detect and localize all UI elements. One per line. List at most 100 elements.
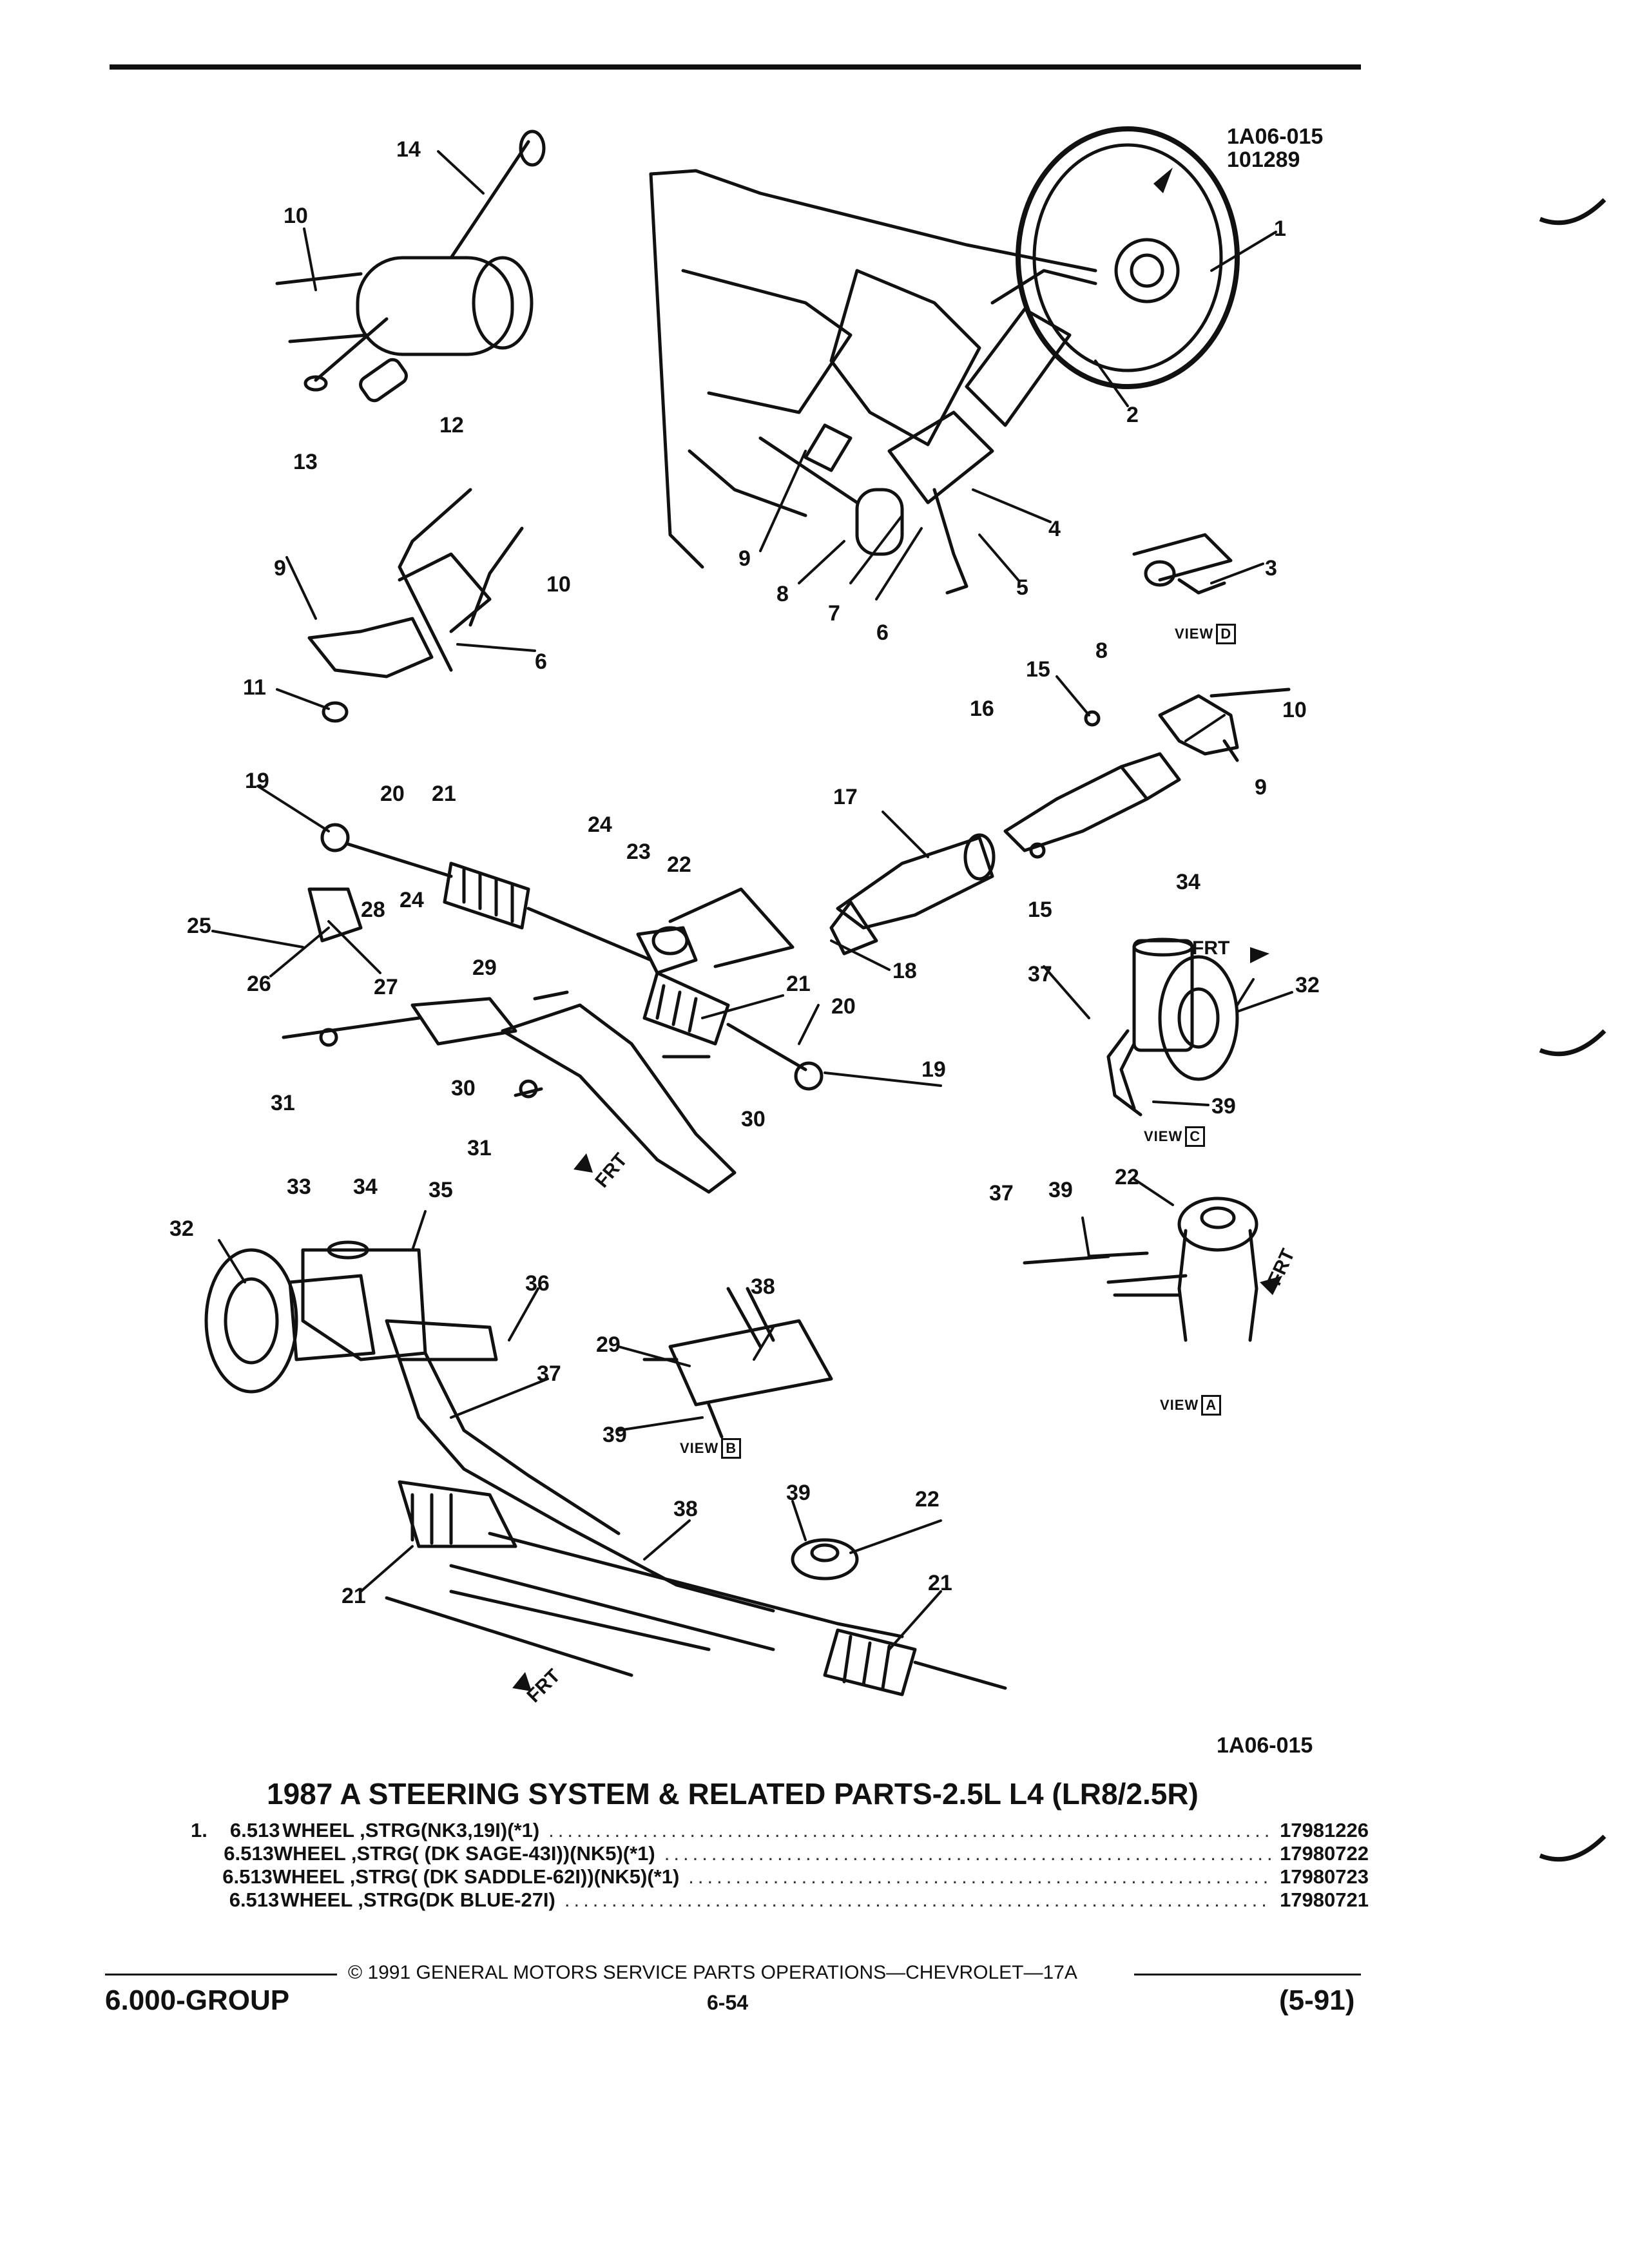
- page-number: 6-54: [707, 1991, 749, 2014]
- part-number: 17980723: [1280, 1865, 1369, 1888]
- callout-21: 21: [786, 972, 811, 996]
- callout-20: 20: [831, 994, 856, 1019]
- callout-22: 22: [667, 852, 691, 877]
- footer-rule-left: [105, 1974, 337, 1975]
- callout-8: 8: [1095, 639, 1108, 663]
- binder-mark: [1539, 198, 1606, 226]
- catalog-code: 6.513: [224, 1842, 274, 1865]
- parts-list: 1. 6.513 WHEEL ,STRG(NK3,19I)(*1) ......…: [191, 1819, 1369, 1912]
- callout-10: 10: [1282, 698, 1307, 722]
- direction-arrows: [512, 168, 1282, 1691]
- group-number: 6.000-GROUP: [105, 1984, 290, 2016]
- callout-31: 31: [467, 1136, 492, 1160]
- callout-39: 39: [1211, 1094, 1236, 1119]
- revision-date: (5-91): [1279, 1984, 1355, 2016]
- callout-30: 30: [451, 1076, 476, 1100]
- part-number: 17981226: [1280, 1819, 1369, 1841]
- callout-16: 16: [970, 697, 994, 721]
- callout-14: 14: [396, 137, 421, 162]
- figure-code-bottom: 1A06-015: [1217, 1733, 1313, 1758]
- callout-18: 18: [892, 959, 917, 983]
- callout-39: 39: [786, 1481, 811, 1505]
- callout-33: 33: [287, 1175, 311, 1199]
- callout-9: 9: [274, 556, 286, 581]
- callout-38: 38: [751, 1274, 775, 1299]
- callout-38: 38: [673, 1497, 698, 1521]
- callout-21: 21: [928, 1571, 952, 1595]
- callout-34: 34: [353, 1175, 378, 1199]
- callout-13: 13: [293, 450, 318, 474]
- leader-dots: ........................................…: [548, 1819, 1269, 1841]
- callout-37: 37: [989, 1181, 1014, 1206]
- callout-32: 32: [1295, 973, 1320, 997]
- parts-row: 6.513 WHEEL ,STRG(DK BLUE-27I) .........…: [191, 1888, 1369, 1912]
- parts-row: 6.513 WHEEL ,STRG( (DK SADDLE-62I))(NK5)…: [191, 1865, 1369, 1888]
- figure-date: 101289: [1227, 147, 1300, 172]
- callout-12: 12: [439, 413, 464, 437]
- callout-9: 9: [738, 546, 751, 571]
- leader-lines: [211, 150, 1293, 1651]
- part-description: WHEEL ,STRG( (DK SADDLE-62I))(NK5)(*1): [272, 1865, 680, 1888]
- dash-and-column: [649, 126, 1240, 595]
- pump-rack-overview: [204, 1240, 1007, 1696]
- callout-26: 26: [247, 972, 271, 996]
- callout-29: 29: [596, 1332, 621, 1357]
- callout-36: 36: [525, 1271, 550, 1296]
- callout-21: 21: [342, 1584, 366, 1608]
- steering-system-illustration: [204, 126, 1293, 1696]
- part-description: WHEEL ,STRG( (DK SAGE-43I))(NK5)(*1): [273, 1842, 655, 1865]
- bracket-detail: [307, 488, 524, 723]
- callout-22: 22: [1115, 1165, 1139, 1189]
- callout-24: 24: [400, 888, 424, 912]
- callout-27: 27: [374, 975, 398, 999]
- view-a-valve: [1023, 1196, 1258, 1342]
- callout-31: 31: [271, 1091, 295, 1115]
- callout-35: 35: [429, 1178, 453, 1202]
- callout-25: 25: [187, 914, 211, 938]
- part-number: 17980721: [1280, 1888, 1369, 1911]
- intermediate-shaft: [829, 687, 1291, 956]
- front-indicator: FRT: [1192, 937, 1230, 959]
- view-c-pump: [1106, 937, 1239, 1117]
- callout-34: 34: [1176, 870, 1200, 894]
- part-description: WHEEL ,STRG(NK3,19I)(*1): [282, 1819, 540, 1841]
- item-number: 1.: [191, 1819, 207, 1841]
- catalog-code: 6.513: [222, 1865, 273, 1888]
- part-description: WHEEL ,STRG(DK BLUE-27I): [280, 1888, 555, 1911]
- callout-10: 10: [546, 572, 571, 597]
- callout-19: 19: [245, 769, 269, 793]
- catalog-code: 6.513: [229, 1888, 280, 1911]
- callout-11: 11: [243, 675, 266, 700]
- figure-code: 1A06-015: [1227, 124, 1324, 149]
- leader-dots: ........................................…: [564, 1888, 1271, 1911]
- callout-22: 22: [915, 1487, 940, 1512]
- callout-15: 15: [1026, 657, 1050, 682]
- callout-37: 37: [1028, 962, 1052, 986]
- parts-row: 1. 6.513 WHEEL ,STRG(NK3,19I)(*1) ......…: [191, 1819, 1369, 1842]
- callout-9: 9: [1255, 775, 1267, 800]
- callout-7: 7: [828, 601, 840, 626]
- part-number: 17980722: [1280, 1842, 1369, 1865]
- catalog-code: 6.513: [229, 1819, 280, 1841]
- callout-23: 23: [626, 840, 651, 864]
- callout-39: 39: [1048, 1178, 1073, 1202]
- leader-dots: ........................................…: [688, 1865, 1271, 1888]
- callout-17: 17: [833, 785, 858, 809]
- callout-10: 10: [284, 204, 308, 228]
- callout-30: 30: [741, 1107, 766, 1131]
- callout-6: 6: [535, 649, 547, 674]
- callout-8: 8: [776, 582, 789, 606]
- callout-4: 4: [1048, 517, 1061, 541]
- rack-and-pinion: [282, 823, 824, 1194]
- callout-24: 24: [588, 812, 612, 837]
- view-b-detail: [642, 1287, 833, 1439]
- callout-39: 39: [602, 1423, 627, 1447]
- footer-rule-right: [1134, 1974, 1361, 1975]
- callout-6: 6: [876, 620, 889, 645]
- callout-29: 29: [472, 956, 497, 980]
- callout-21: 21: [432, 782, 456, 806]
